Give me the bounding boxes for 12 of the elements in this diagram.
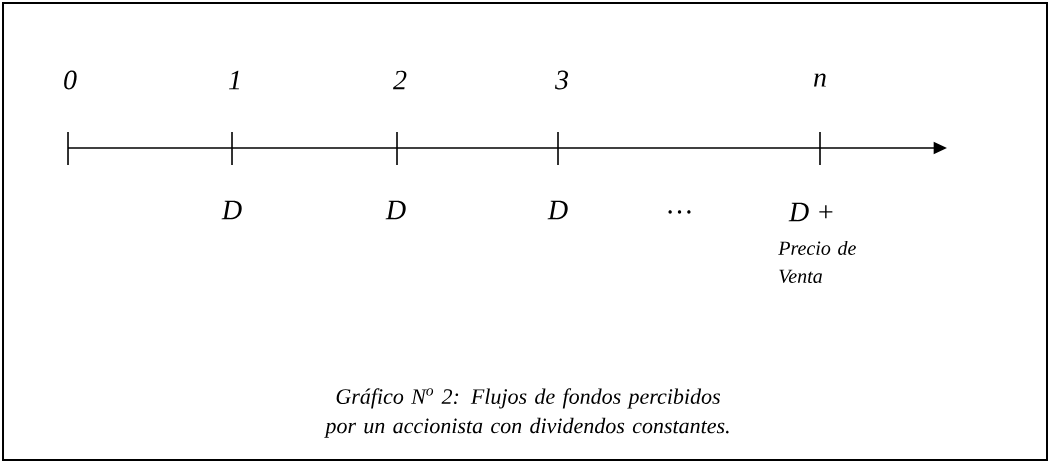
axis-label: D	[547, 200, 568, 220]
axis-label: 3	[554, 70, 569, 90]
axis-label: D	[385, 200, 406, 220]
caption: Gráfico N$^{o}$ 2: Flujos de fondos percibidos por un accionista con dividendos constantes.	[324, 388, 729, 438]
axis-label: n	[814, 73, 826, 87]
axis-label: …	[668, 210, 691, 214]
axis-label: 2	[393, 70, 407, 90]
axis-label: D +	[788, 202, 833, 222]
axis-label: 1	[229, 70, 239, 90]
axis-label: 0	[64, 70, 77, 90]
axis-label: D	[221, 200, 242, 220]
note-text: Precio de Venta	[778, 240, 856, 284]
